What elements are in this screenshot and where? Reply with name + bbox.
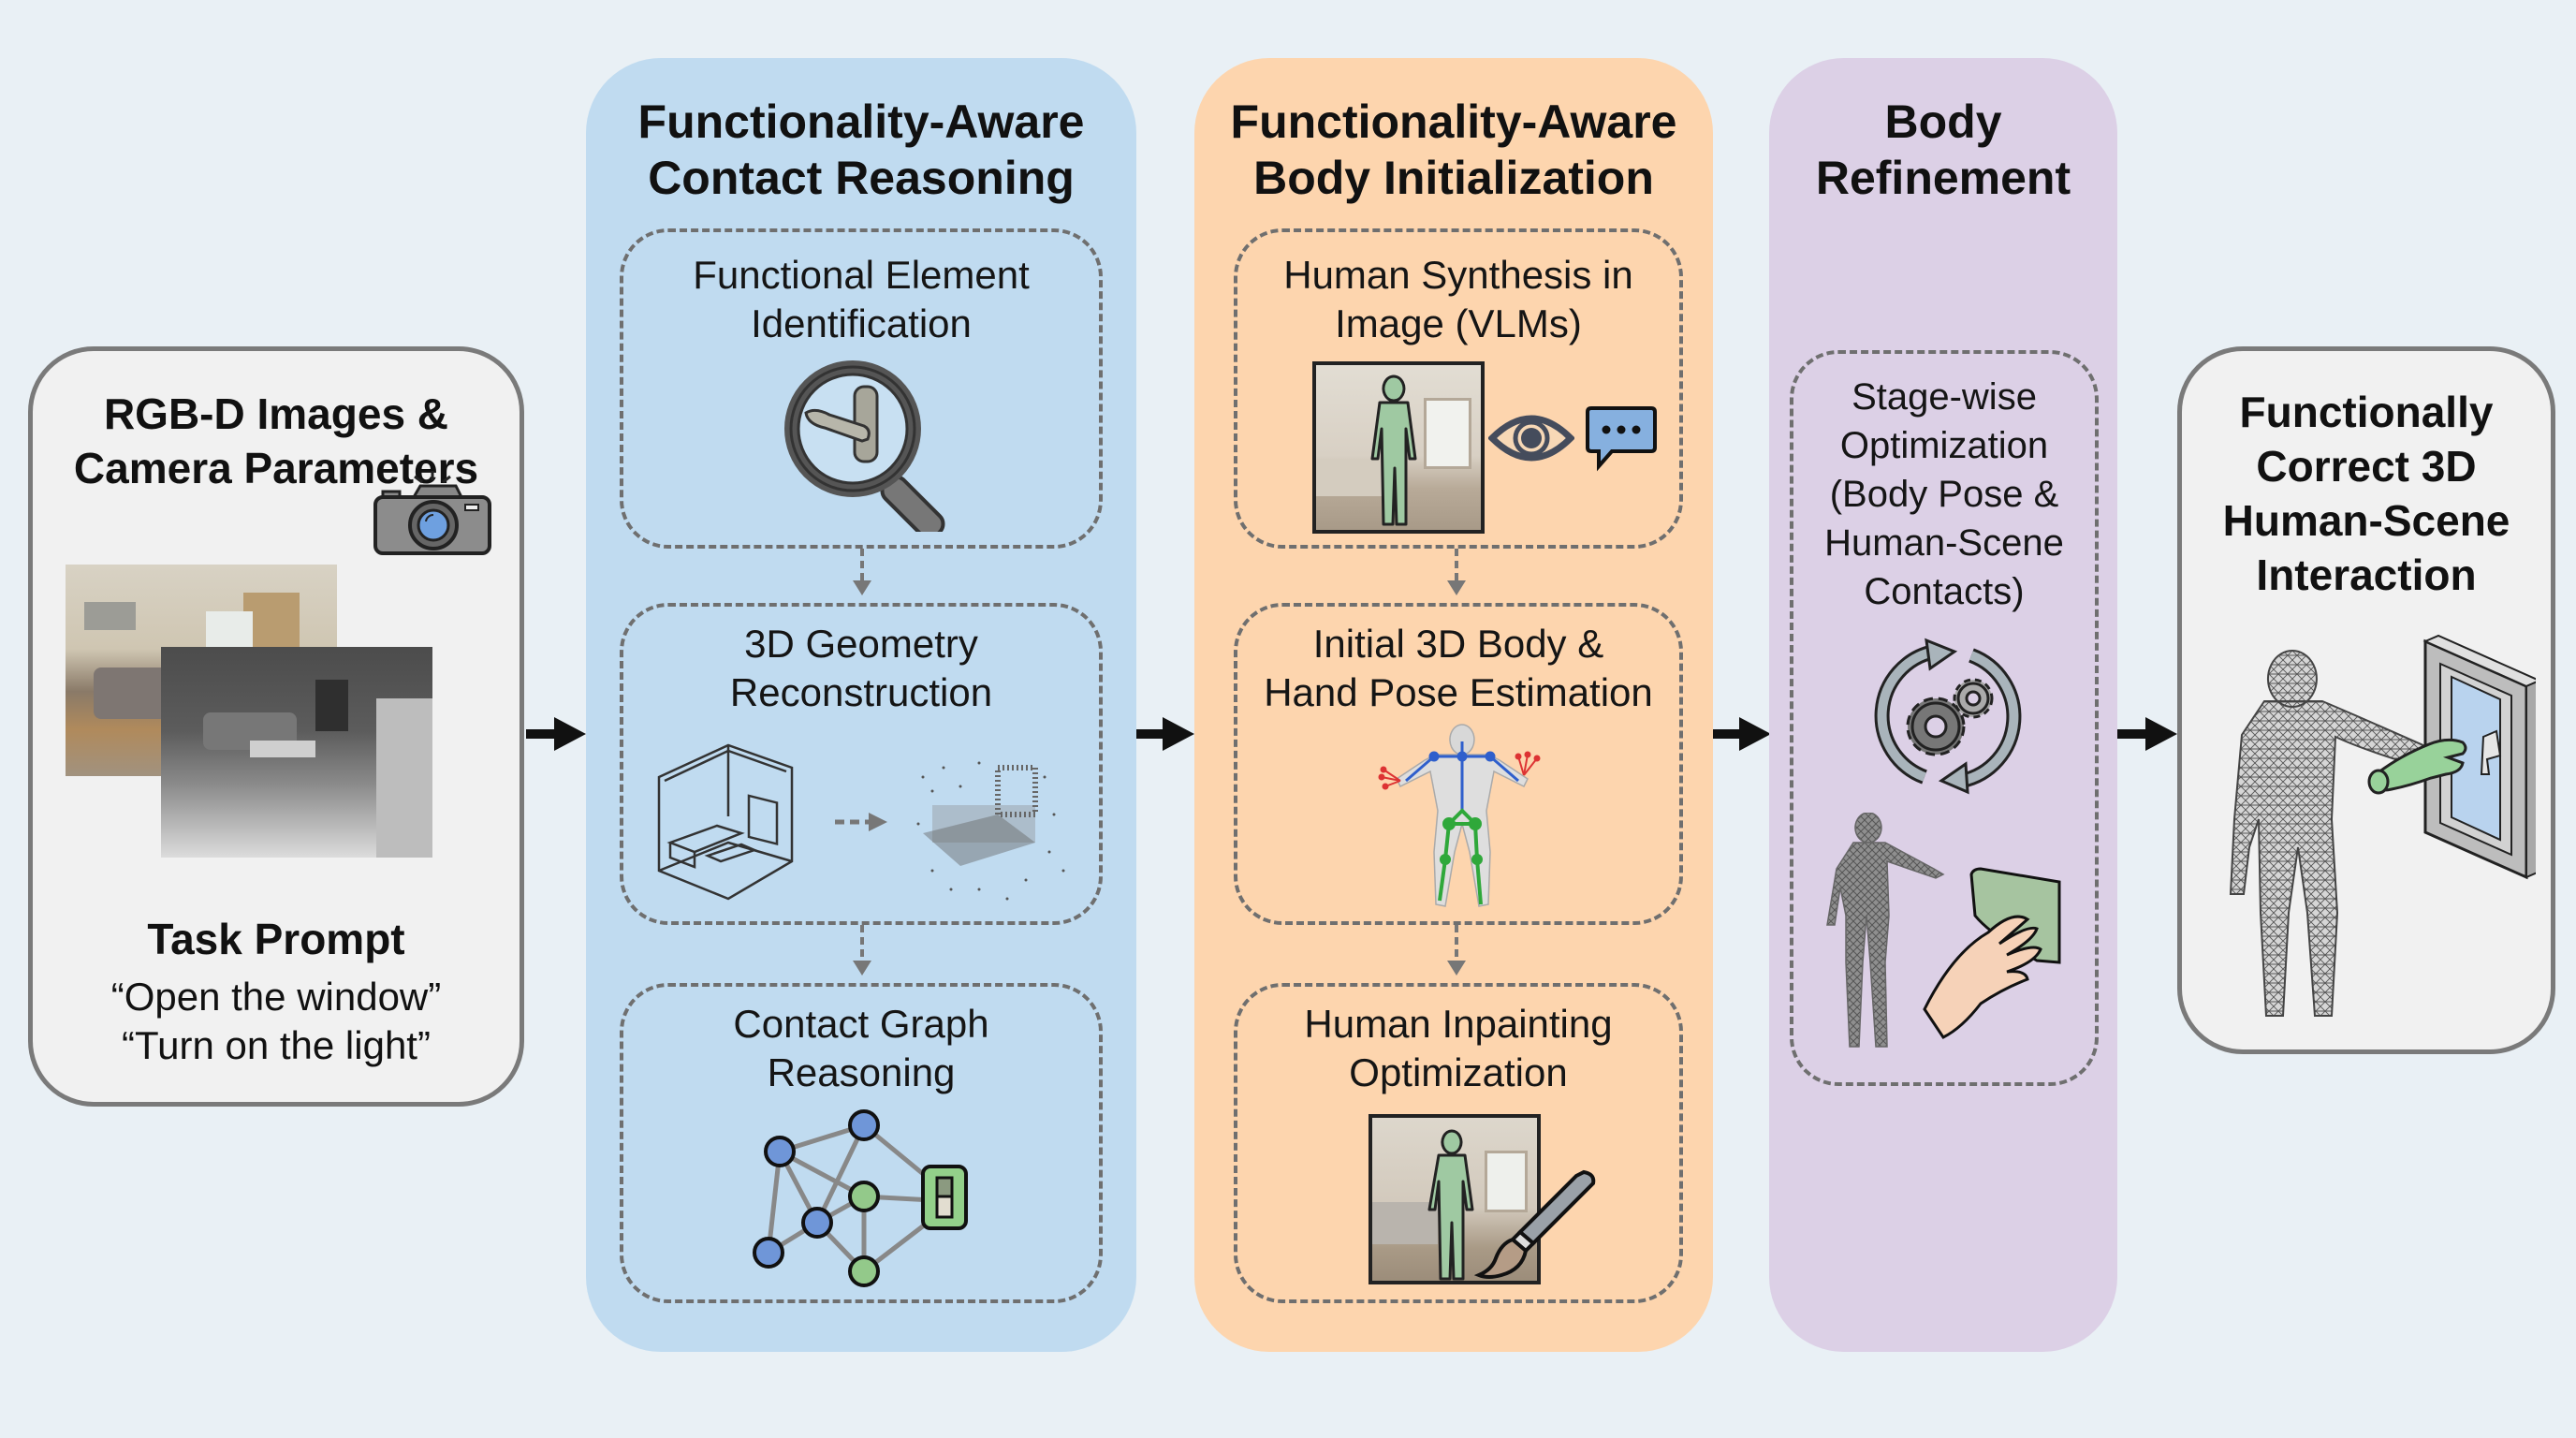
step7-label: Stage-wise Optimization (Body Pose & Hum… xyxy=(1793,373,2095,616)
flow-arrow-icon xyxy=(1447,925,1466,976)
step4-label-line2: Image (VLMs) xyxy=(1335,301,1582,345)
output-title-line2: Correct 3D xyxy=(2256,442,2477,491)
step7-label-line2: Optimization xyxy=(1839,425,2049,466)
eye-icon xyxy=(1488,415,1574,462)
stage2-title-line2: Body Initialization xyxy=(1253,152,1654,204)
graph-node xyxy=(801,1207,833,1239)
stage3-title-line2: Refinement xyxy=(1815,152,2071,204)
step6-label-line1: Human Inpainting xyxy=(1304,1002,1613,1046)
step4-label: Human Synthesis in Image (VLMs) xyxy=(1237,251,1679,348)
small-gear xyxy=(1953,678,1994,719)
graph-node xyxy=(848,1255,880,1287)
step-functional-element-identification: Functional Element Identification xyxy=(620,228,1103,549)
step-stage-wise-optimization: Stage-wise Optimization (Body Pose & Hum… xyxy=(1790,350,2099,1086)
synthesized-human-image xyxy=(1312,361,1485,534)
stage3-title: Body Refinement xyxy=(1769,94,2117,206)
graph-node xyxy=(753,1237,784,1269)
step7-label-line4: Human-Scene xyxy=(1824,522,2064,564)
flow-arrow-icon xyxy=(853,549,871,595)
gears-cycle-icon xyxy=(1874,638,2022,795)
step1-label-line1: Functional Element xyxy=(693,253,1030,297)
step6-label: Human Inpainting Optimization xyxy=(1237,1000,1679,1097)
graph-node xyxy=(764,1136,796,1167)
input-title-line2: Camera Parameters xyxy=(73,444,479,492)
step2-label-line2: Reconstruction xyxy=(729,670,993,714)
step-human-inpainting: Human Inpainting Optimization xyxy=(1234,983,1683,1303)
stage-body-initialization: Functionality-Aware Body Initialization … xyxy=(1194,58,1713,1352)
step1-label: Functional Element Identification xyxy=(623,251,1099,348)
human-silhouette-icon xyxy=(1370,374,1417,526)
paintbrush-icon xyxy=(1473,1169,1596,1279)
step6-label-line2: Optimization xyxy=(1349,1050,1568,1094)
stage1-title: Functionality-Aware Contact Reasoning xyxy=(586,94,1136,206)
room-to-point-cloud-icon xyxy=(657,743,1065,901)
step4-label-line1: Human Synthesis in xyxy=(1283,253,1633,297)
input-title-line1: RGB-D Images & xyxy=(103,389,449,438)
step1-label-line2: Identification xyxy=(751,301,972,345)
step-3d-geometry-reconstruction: 3D Geometry Reconstruction xyxy=(620,603,1103,925)
skeleton-body-icon xyxy=(1378,724,1541,907)
arrow-stage3-to-output xyxy=(2117,717,2177,751)
step2-label: 3D Geometry Reconstruction xyxy=(623,620,1099,717)
body-mesh-hand-contact-icon xyxy=(1826,813,2061,1048)
step3-label: Contact Graph Reasoning xyxy=(623,1000,1099,1097)
point-cloud xyxy=(916,761,1065,901)
chat-bubble-icon xyxy=(1586,406,1657,472)
step3-label-line2: Reasoning xyxy=(767,1050,956,1094)
stage2-title-line1: Functionality-Aware xyxy=(1230,95,1677,148)
flow-arrow-icon xyxy=(853,925,871,976)
step7-label-line1: Stage-wise xyxy=(1852,376,2037,418)
stage1-title-line2: Contact Reasoning xyxy=(648,152,1075,204)
input-card: RGB-D Images & Camera Parameters Task Pr… xyxy=(28,346,524,1107)
depth-image xyxy=(161,647,432,858)
step5-label: Initial 3D Body & Hand Pose Estimation xyxy=(1237,620,1679,717)
output-title: Functionally Correct 3D Human-Scene Inte… xyxy=(2182,385,2551,602)
output-title-line1: Functionally xyxy=(2239,388,2494,436)
step-human-synthesis: Human Synthesis in Image (VLMs) xyxy=(1234,228,1683,549)
arrow-input-to-stage1 xyxy=(526,717,586,751)
human-opening-window-icon xyxy=(2229,634,2536,1017)
magnifier-door-handle-icon xyxy=(784,360,945,532)
stage1-title-line1: Functionality-Aware xyxy=(637,95,1085,148)
task-prompt-heading: Task Prompt xyxy=(147,915,405,963)
stage3-title-line1: Body xyxy=(1884,95,2002,148)
task-prompt-1: “Open the window” xyxy=(110,975,442,1019)
stage-body-refinement: Body Refinement Stage-wise Optimization … xyxy=(1769,58,2117,1352)
step3-label-line1: Contact Graph xyxy=(733,1002,989,1046)
camera-icon xyxy=(373,471,491,555)
graph-node xyxy=(848,1109,880,1141)
step2-label-line1: 3D Geometry xyxy=(744,622,978,666)
step5-label-line2: Hand Pose Estimation xyxy=(1264,670,1653,714)
contact-graph-icon xyxy=(753,1109,968,1287)
graph-node xyxy=(848,1181,880,1212)
step7-label-line3: (Body Pose & xyxy=(1829,474,2059,515)
output-title-line3: Human-Scene xyxy=(2222,496,2510,545)
output-card: Functionally Correct 3D Human-Scene Inte… xyxy=(2177,346,2555,1054)
stage2-title: Functionality-Aware Body Initialization xyxy=(1194,94,1713,206)
stage-contact-reasoning: Functionality-Aware Contact Reasoning Fu… xyxy=(586,58,1136,1352)
flow-arrow-icon xyxy=(1447,549,1466,595)
task-prompt-2: “Turn on the light” xyxy=(122,1023,431,1067)
step-contact-graph-reasoning: Contact Graph Reasoning xyxy=(620,983,1103,1303)
input-title: RGB-D Images & Camera Parameters xyxy=(33,387,520,495)
step-initial-body-hand-pose: Initial 3D Body & Hand Pose Estimation xyxy=(1234,603,1683,925)
step5-label-line1: Initial 3D Body & xyxy=(1312,622,1604,666)
large-gear xyxy=(1906,697,1966,756)
inpainting-image xyxy=(1368,1114,1541,1284)
human-silhouette-icon xyxy=(1427,1129,1474,1281)
step7-label-line5: Contacts) xyxy=(1864,571,2025,612)
output-title-line4: Interaction xyxy=(2256,550,2477,599)
arrow-stage2-to-stage3 xyxy=(1711,717,1771,751)
arrow-stage1-to-stage2 xyxy=(1134,717,1194,751)
